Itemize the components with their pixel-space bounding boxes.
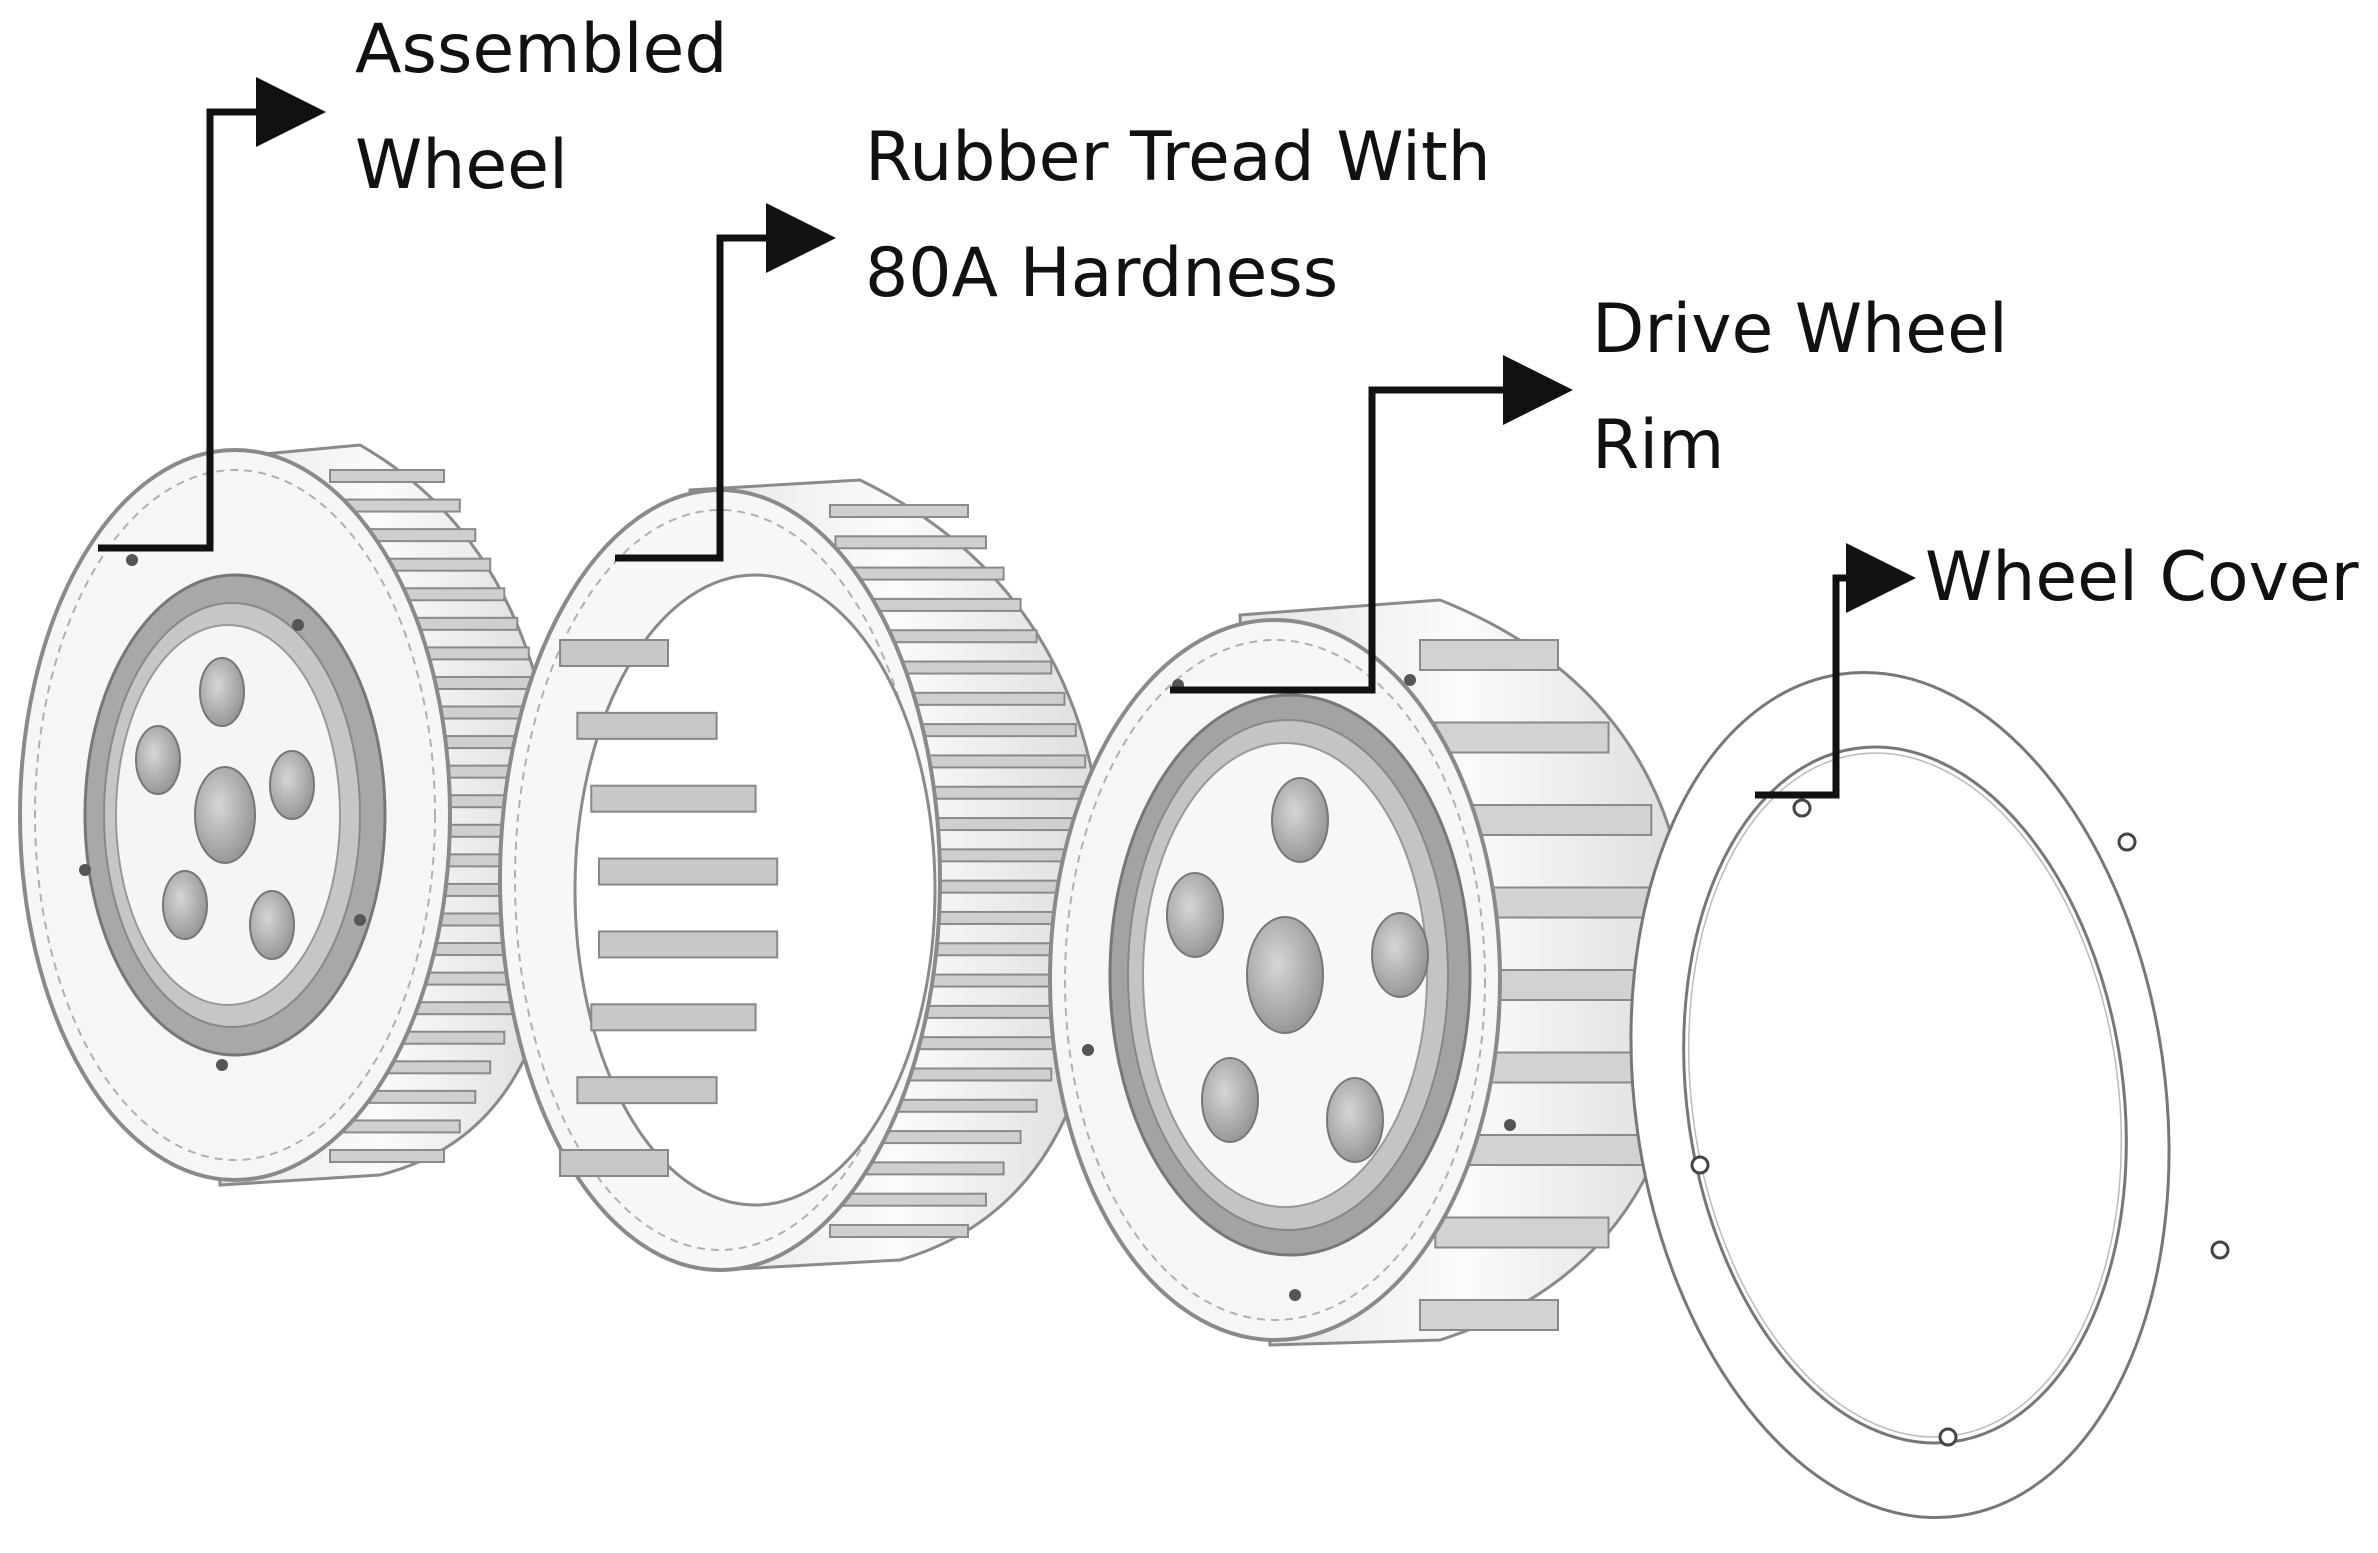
tread-groove: [834, 1192, 987, 1207]
leader-wheel-cover: [1755, 543, 1916, 799]
rim-lug: [1447, 804, 1653, 836]
label-assembled-wheel-line1: Assembled: [355, 10, 728, 89]
tread-inner-rib: [576, 1076, 718, 1105]
label-rubber-tread-line2: 80A Hardness: [865, 234, 1339, 313]
tread-groove: [829, 1224, 969, 1238]
label-drive-wheel-rim-line1: Drive Wheel: [1592, 290, 2008, 369]
tread-inner-rib: [559, 1149, 669, 1177]
rim-lug: [1419, 639, 1559, 671]
wheel-cover: [1629, 671, 2230, 1519]
leader-drive-wheel-rim: [1170, 355, 1573, 694]
label-assembled-wheel-line2: Wheel: [355, 126, 568, 205]
label-drive-wheel-rim-line2: Rim: [1592, 406, 1725, 485]
rubber-tread: [498, 478, 1107, 1272]
label-drive-wheel-rim: Drive Wheel Rim: [1592, 272, 2008, 504]
label-wheel-cover: Wheel Cover: [1925, 520, 2359, 636]
tread-inner-rib: [590, 1003, 757, 1032]
label-rubber-tread: Rubber Tread With 80A Hardness: [865, 100, 1491, 332]
rim-lug: [1434, 721, 1610, 754]
tread-inner-rib: [597, 857, 779, 886]
drive-wheel-rim: [1048, 598, 1692, 1347]
tread-inner-rib: [559, 639, 669, 667]
label-rubber-tread-line1: Rubber Tread With: [865, 118, 1491, 197]
tread-inner-rib: [597, 930, 779, 959]
tread-inner-rib: [590, 784, 757, 813]
tread-groove: [329, 1149, 445, 1163]
rim-lug: [1434, 1216, 1610, 1249]
tread-groove: [834, 535, 987, 550]
rim-lug: [1447, 1134, 1653, 1166]
tread-groove: [839, 566, 1005, 581]
tread-groove: [829, 504, 969, 518]
rim-lug: [1419, 1299, 1559, 1331]
tread-inner-rib: [576, 711, 718, 740]
label-wheel-cover-line1: Wheel Cover: [1925, 538, 2359, 617]
assembled-wheel: [18, 443, 562, 1187]
tread-groove: [334, 1119, 461, 1134]
label-assembled-wheel: Assembled Wheel: [355, 0, 728, 224]
tread-groove: [329, 469, 445, 483]
leader-assembled-wheel: [98, 77, 326, 552]
leader-rubber-tread: [615, 203, 836, 562]
